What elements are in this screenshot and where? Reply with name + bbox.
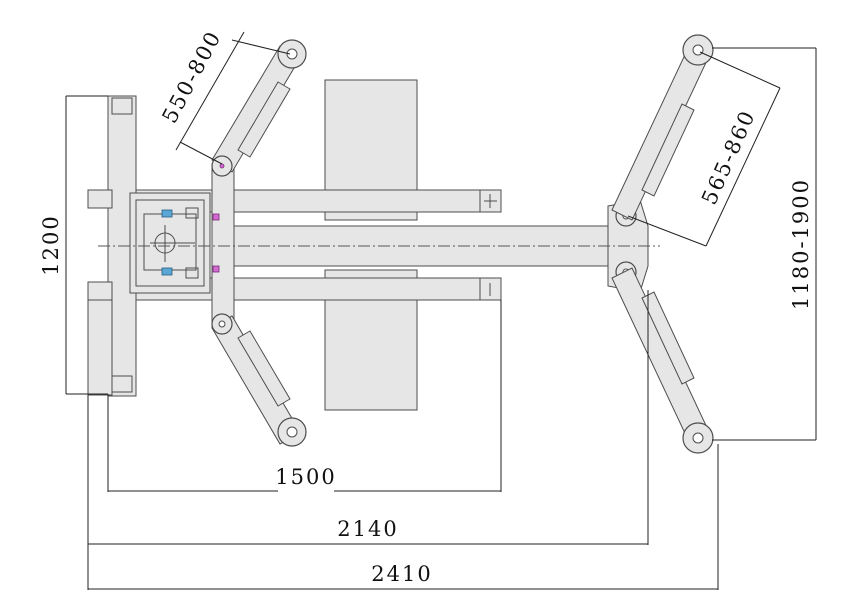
dim-rear-arm-text: 565-860 bbox=[697, 106, 760, 208]
marker-pink-bottom bbox=[212, 265, 220, 273]
front-upper-arm bbox=[211, 39, 307, 177]
dim-total-length-text: 2410 bbox=[371, 562, 432, 586]
dim-arm-span-text: 1180-1900 bbox=[789, 178, 813, 310]
dim-base-width: 1200 bbox=[39, 95, 108, 395]
dim-overall-length: 2140 bbox=[87, 290, 649, 590]
dim-base-width-text: 1200 bbox=[39, 214, 63, 275]
marker-blue-top bbox=[161, 209, 173, 218]
marker-blue-bottom bbox=[161, 267, 173, 276]
rear-lower-arm bbox=[611, 267, 714, 454]
dim-total-length: 2410 bbox=[88, 444, 719, 590]
marker-pink-top bbox=[212, 213, 220, 221]
dim-inner-length-text: 1500 bbox=[275, 465, 336, 489]
rear-upper-arm bbox=[611, 34, 714, 221]
dim-inner-length: 1500 bbox=[107, 300, 502, 492]
dim-front-arm-text: 550-800 bbox=[157, 26, 226, 127]
front-lower-arm bbox=[211, 313, 307, 447]
central-carriage bbox=[129, 192, 211, 294]
dim-arm-span: 1180-1900 bbox=[712, 47, 817, 441]
dim-overall-length-text: 2140 bbox=[337, 517, 398, 541]
